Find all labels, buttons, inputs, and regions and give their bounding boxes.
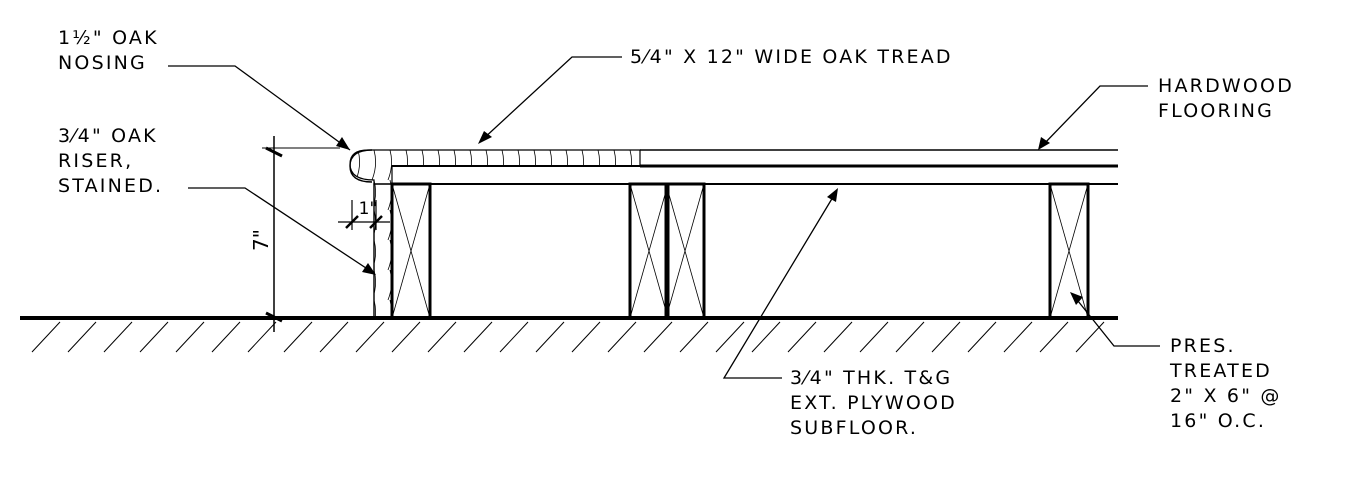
ground-hatch-line <box>247 321 277 353</box>
riser-leader <box>188 187 373 273</box>
ground-hatch-line <box>283 321 313 353</box>
ground-hatch-line <box>607 321 637 353</box>
ground-hatch-line <box>967 321 997 353</box>
ground-hatch-line <box>103 321 133 353</box>
ground-hatch-line <box>679 321 709 353</box>
plywood-subfloor <box>392 165 1118 185</box>
ground-hatch-line <box>535 321 565 353</box>
ground-hatch-line <box>787 321 817 353</box>
ground-hatch-line <box>463 321 493 353</box>
hardwood-flooring <box>640 149 1118 168</box>
ground-hatch-line <box>895 321 925 353</box>
nosing-leader <box>168 65 351 151</box>
ground-hatch-line <box>139 321 169 353</box>
ground-hatch-line <box>823 321 853 353</box>
joist <box>628 182 670 320</box>
ground-hatch-line <box>31 321 61 353</box>
ground-hatch <box>31 321 1105 353</box>
ground-hatch-line <box>1003 321 1033 353</box>
ground-hatch-line <box>751 321 781 353</box>
joist <box>1048 182 1090 320</box>
nosing-overhang-value: 1" <box>359 199 378 219</box>
ground-hatch-line <box>67 321 97 353</box>
riser-height-dimension <box>262 136 340 332</box>
joist <box>664 182 706 320</box>
ground-hatch-line <box>319 321 349 353</box>
ground-hatch-line <box>571 321 601 353</box>
ground-hatch-line <box>643 321 673 353</box>
ground-hatch-line <box>859 321 889 353</box>
joist <box>390 182 432 320</box>
ground <box>20 316 1118 353</box>
ground-hatch-line <box>1039 321 1069 353</box>
nosing-round <box>349 149 373 183</box>
tread-leader <box>481 56 622 141</box>
ground-hatch-line <box>715 321 745 353</box>
ground-hatch-line <box>931 321 961 353</box>
ground-hatch-line <box>355 321 385 353</box>
ground-hatch-line <box>499 321 529 353</box>
leaders <box>168 56 1160 379</box>
tread-label: 5⁄4" X 12" WIDE OAK TREAD <box>630 46 953 68</box>
hardwood-leader <box>1041 85 1148 147</box>
joist-leader <box>1073 295 1160 347</box>
ground-hatch-line <box>211 321 241 353</box>
riser-height-value: 7" <box>249 229 273 251</box>
nosing-overhang-dimension <box>338 200 390 230</box>
ground-hatch-line <box>1075 321 1105 353</box>
ground-hatch-line <box>175 321 205 353</box>
ground-hatch-line <box>391 321 421 353</box>
ground-hatch-line <box>427 321 457 353</box>
leader-arrowheads <box>336 131 1083 305</box>
joists <box>390 182 1090 320</box>
subfloor-leader <box>722 191 837 379</box>
